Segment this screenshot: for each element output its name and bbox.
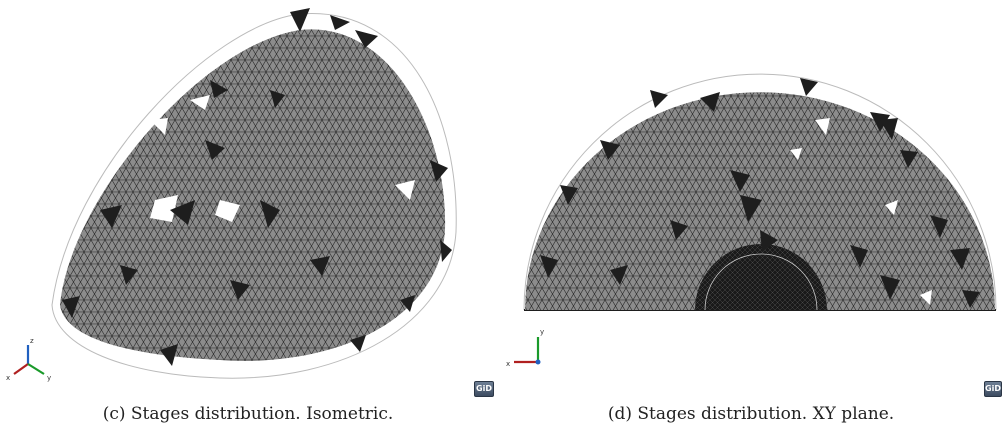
dark-elements	[540, 78, 980, 308]
z-axis-dot	[535, 359, 541, 365]
dark-elements	[62, 8, 452, 366]
xy-plane-mesh-view: y x	[506, 73, 997, 368]
refined-inner-region	[695, 244, 827, 310]
figure-panel-d: y x GiD (d) Stages distribution. XY plan…	[500, 0, 1002, 442]
isometric-mesh-view: z x y	[6, 8, 457, 382]
axis-triad: z x y	[6, 337, 51, 382]
y-axis-label: y	[540, 328, 544, 336]
tetra-mesh	[60, 29, 446, 361]
x-axis-arrow	[13, 363, 29, 375]
gid-logo: GiD	[474, 381, 494, 397]
domain-boundary	[523, 73, 997, 311]
domain-boundary	[51, 13, 457, 379]
mesh-gaps	[150, 95, 415, 222]
gid-logo: GiD	[984, 381, 1002, 397]
axis-triad: y x	[506, 328, 544, 368]
figure-caption-d: (d) Stages distribution. XY plane.	[607, 404, 895, 424]
z-axis-label: z	[30, 337, 34, 345]
y-axis-label: y	[47, 374, 51, 382]
mesh-gaps	[790, 118, 932, 305]
x-axis-label: x	[6, 374, 10, 382]
x-axis-label: x	[506, 360, 510, 368]
y-axis-arrow	[27, 363, 45, 375]
figure-caption-c: (c) Stages distribution. Isometric.	[102, 404, 394, 424]
figure-panel-c: z x y GiD (c) Stages distribution. Isome…	[0, 0, 496, 442]
